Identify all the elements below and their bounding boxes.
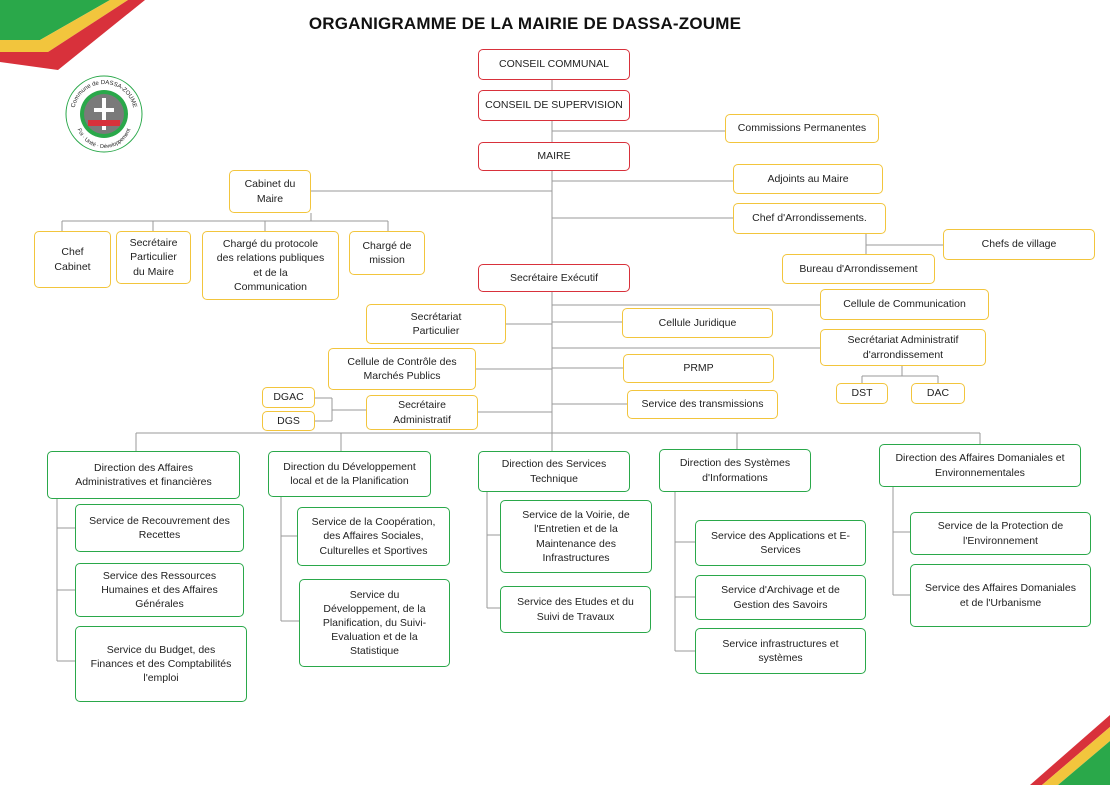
node-cellule-controle-marches: Cellule de Contrôle des Marchés Publics [328, 348, 476, 390]
node-dgs: DGS [262, 411, 315, 431]
node-secretariat-particulier: Secrétariat Particulier [366, 304, 506, 344]
page-title: ORGANIGRAMME DE LA MAIRIE DE DASSA-ZOUME [308, 14, 742, 33]
node-service-budget: Service du Budget, des Finances et des C… [75, 626, 247, 702]
node-direction-affaires-domaniales: Direction des Affaires Domaniales et Env… [879, 444, 1081, 487]
node-service-applications: Service des Applications et E- Services [695, 520, 866, 566]
node-charge-de-mission: Chargé de mission [349, 231, 425, 275]
flag-stripes-top-left [0, 0, 145, 70]
node-chefs-de-village: Chefs de village [943, 229, 1095, 260]
node-maire: MAIRE [478, 142, 630, 171]
node-cellule-communication: Cellule de Communication [820, 289, 989, 320]
node-chef-arrondissements: Chef d'Arrondissements. [733, 203, 886, 234]
node-service-developpement: Service du Développement, de la Planific… [299, 579, 450, 667]
node-dgac: DGAC [262, 387, 315, 408]
node-direction-affaires-administratives: Direction des Affaires Administratives e… [47, 451, 240, 499]
node-prmp: PRMP [623, 354, 774, 383]
node-service-affaires-domaniales: Service des Affaires Domaniales et de l'… [910, 564, 1091, 627]
node-service-ressources-humaines: Service des Ressources Humaines et des A… [75, 563, 244, 617]
node-adjoints-au-maire: Adjoints au Maire [733, 164, 883, 194]
node-conseil-communal: CONSEIL COMMUNAL [478, 49, 630, 80]
node-cellule-juridique: Cellule Juridique [622, 308, 773, 338]
node-service-etudes: Service des Etudes et du Suivi de Travau… [500, 586, 651, 633]
node-secretaire-executif: Secrétaire Exécutif [478, 264, 630, 292]
node-service-protection-environnement: Service de la Protection de l'Environnem… [910, 512, 1091, 555]
node-service-recouvrement: Service de Recouvrement des Recettes [75, 504, 244, 552]
flag-stripes-bottom-right [1030, 715, 1110, 785]
node-cabinet-du-maire: Cabinet du Maire [229, 170, 311, 213]
node-direction-services-technique: Direction des Services Technique [478, 451, 630, 492]
node-dst: DST [836, 383, 888, 404]
node-secretaire-administratif: Secrétaire Administratif [366, 395, 478, 430]
node-service-voirie: Service de la Voirie, de l'Entretien et … [500, 500, 652, 573]
node-service-transmissions: Service des transmissions [627, 390, 778, 419]
node-secretaire-particulier-maire: Secrétaire Particulier du Maire [116, 231, 191, 284]
commune-seal-logo: Commune de DASSA-ZOUME Foi · Unité · Dév… [65, 75, 143, 153]
node-direction-systemes-informations: Direction des Systèmes d'Informations [659, 449, 811, 492]
node-dac: DAC [911, 383, 965, 404]
node-service-archivage: Service d'Archivage et de Gestion des Sa… [695, 575, 866, 620]
node-chef-cabinet: Chef Cabinet [34, 231, 111, 288]
node-commissions-permanentes: Commissions Permanentes [725, 114, 879, 143]
node-bureau-arrondissement: Bureau d'Arrondissement [782, 254, 935, 284]
node-service-cooperation: Service de la Coopération, des Affaires … [297, 507, 450, 566]
node-secretariat-administratif-arrondissement: Secrétariat Administratif d'arrondisseme… [820, 329, 986, 366]
node-charge-protocole: Chargé du protocole des relations publiq… [202, 231, 339, 300]
node-service-infrastructures: Service infrastructures et systèmes [695, 628, 866, 674]
node-conseil-supervision: CONSEIL DE SUPERVISION [478, 90, 630, 121]
node-direction-developpement-local: Direction du Développement local et de l… [268, 451, 431, 497]
